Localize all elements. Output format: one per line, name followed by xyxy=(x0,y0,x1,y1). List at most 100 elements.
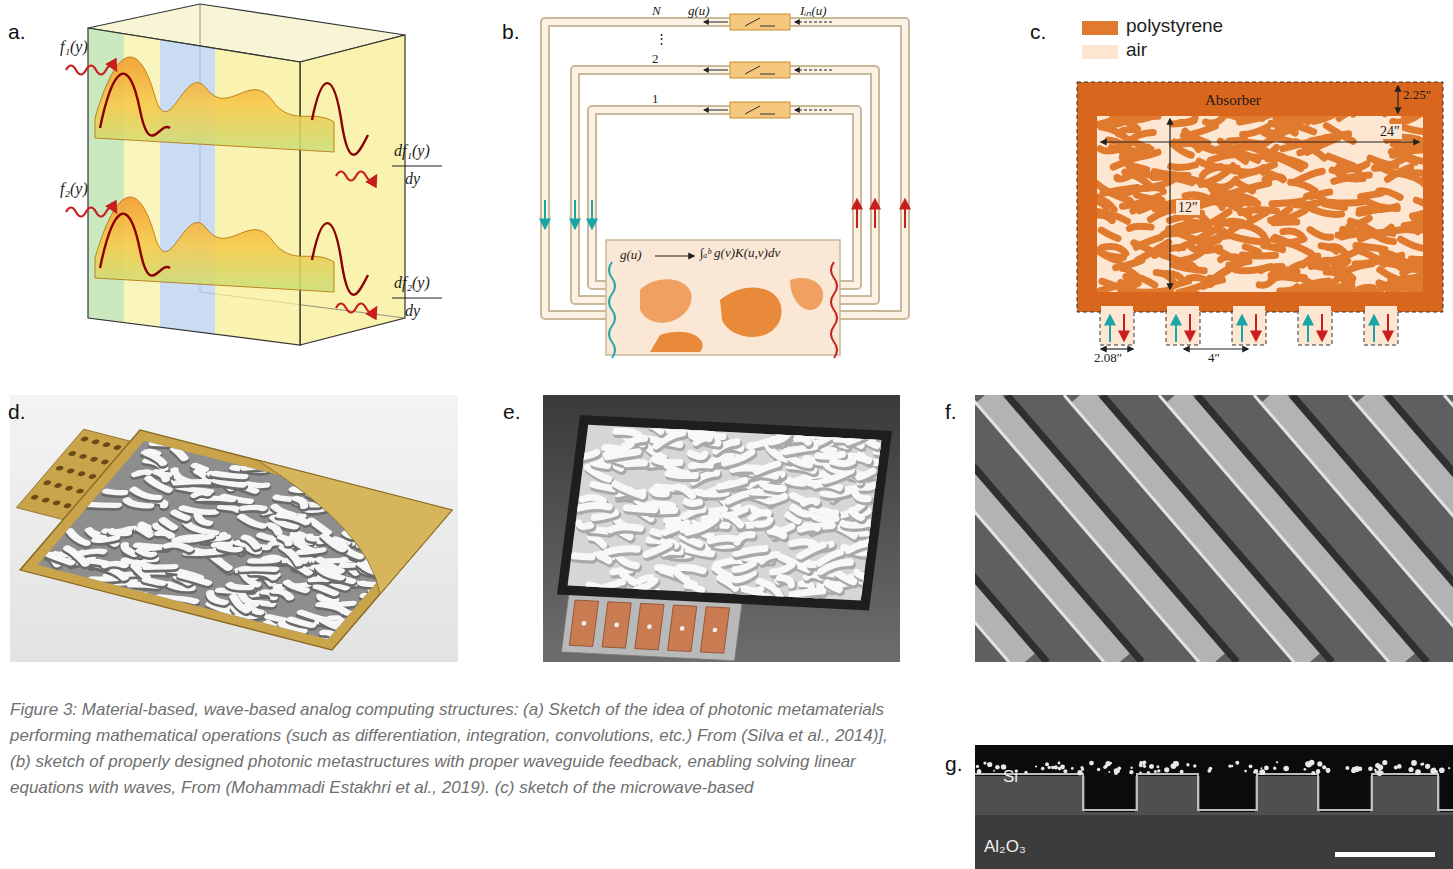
pattern-stroke xyxy=(1126,276,1155,285)
pattern-stroke xyxy=(754,593,781,600)
pattern-stroke xyxy=(590,587,601,591)
pattern-stroke xyxy=(677,487,694,496)
panel-letter: b. xyxy=(502,20,520,43)
pattern-stroke xyxy=(214,470,244,481)
wave-direction-arrow xyxy=(591,200,593,228)
metamaterial-sketch xyxy=(95,197,334,292)
pattern-stroke xyxy=(1201,166,1233,185)
coupler xyxy=(730,14,790,30)
pattern-stroke xyxy=(1313,266,1343,280)
nanoparticle xyxy=(1260,767,1262,769)
coupler xyxy=(795,22,832,23)
port-stud xyxy=(52,500,62,506)
pattern-stroke xyxy=(755,596,782,601)
photo-pattern xyxy=(568,425,882,601)
sem-cross-section xyxy=(975,745,1453,869)
pattern-stroke xyxy=(233,463,264,474)
nanoparticle xyxy=(1259,769,1265,775)
loop-index: ⋮ xyxy=(655,32,668,46)
nanoparticle xyxy=(1071,767,1074,770)
pattern-stroke xyxy=(836,573,854,582)
port xyxy=(1232,311,1266,345)
pattern-stroke xyxy=(751,512,768,519)
pattern-stroke xyxy=(1325,261,1339,265)
nanoparticle xyxy=(1253,771,1256,774)
port-stud xyxy=(30,494,40,500)
pattern-stroke xyxy=(106,489,124,496)
port-stud xyxy=(55,465,65,471)
pattern-stroke xyxy=(318,536,349,550)
pattern-stroke xyxy=(801,526,818,530)
pattern-stroke xyxy=(137,529,153,535)
metamaterial-sketch xyxy=(312,83,368,155)
port-stud xyxy=(112,444,122,450)
nanoparticle xyxy=(983,762,986,765)
dimension-line xyxy=(1101,86,1419,349)
pattern-stroke xyxy=(1213,196,1249,204)
pattern-stroke xyxy=(343,622,372,632)
pattern-stroke xyxy=(583,452,597,458)
wave-direction-arrow xyxy=(904,200,906,228)
nanoparticle xyxy=(987,762,992,767)
nanoparticle xyxy=(1448,767,1450,769)
pattern-stroke xyxy=(1101,230,1118,238)
pattern-stroke xyxy=(138,550,153,555)
nanoparticle xyxy=(1154,770,1157,773)
pattern-stroke xyxy=(366,592,397,606)
legend-text: air xyxy=(1126,40,1147,61)
grating-edge xyxy=(1292,395,1453,662)
pattern-stroke xyxy=(290,619,313,626)
grating-edge xyxy=(1387,395,1453,662)
copper-port xyxy=(635,603,664,649)
pattern-stroke xyxy=(318,603,348,613)
microwave-metastructure-sketch xyxy=(1077,82,1453,349)
pattern-stroke xyxy=(574,556,592,557)
dimension-line xyxy=(1101,348,1133,349)
pattern-stroke xyxy=(1163,224,1197,235)
pattern-stroke xyxy=(1271,271,1297,276)
render-plate xyxy=(185,460,452,594)
nanoparticle xyxy=(1273,767,1276,770)
sem-cross-section xyxy=(1335,852,1435,857)
pattern-stroke xyxy=(1116,260,1142,267)
pattern-stroke xyxy=(719,479,744,488)
pattern-stroke xyxy=(221,505,238,510)
pattern-stroke xyxy=(634,594,648,600)
nanoparticle xyxy=(1411,760,1417,766)
port-arrow xyxy=(1123,314,1125,340)
loop-index: 2 xyxy=(652,52,659,66)
pattern-stroke xyxy=(737,534,752,543)
pattern-stroke xyxy=(347,612,370,619)
pattern-stroke xyxy=(757,519,770,524)
pattern-stroke xyxy=(633,592,647,600)
microwave-metastructure-sketch xyxy=(1097,116,1423,292)
nanoparticle xyxy=(1157,769,1160,772)
nanoparticle xyxy=(1104,764,1108,768)
grating-edge xyxy=(975,395,1199,662)
pattern-stroke xyxy=(1172,121,1194,124)
port-pin xyxy=(680,626,685,631)
port xyxy=(1298,311,1332,345)
port-stud xyxy=(66,468,76,474)
metastructure-block xyxy=(790,278,823,310)
pattern-stroke xyxy=(111,529,128,535)
nanoparticle xyxy=(1408,767,1413,772)
pattern-stroke xyxy=(1279,240,1302,245)
pattern-stroke xyxy=(725,451,752,465)
port xyxy=(1166,311,1200,345)
port-stud xyxy=(64,485,74,491)
pattern-stroke xyxy=(153,441,176,449)
nanoparticle xyxy=(1186,763,1189,766)
render-pattern xyxy=(38,441,435,640)
loop-index: 1 xyxy=(652,92,659,106)
nanoparticle xyxy=(1306,762,1312,768)
nanoparticle xyxy=(1244,770,1247,773)
nanoparticle xyxy=(1435,770,1438,773)
pattern-stroke xyxy=(800,544,823,557)
wave-direction-arrow xyxy=(544,200,546,228)
pattern-stroke xyxy=(146,579,163,584)
nanoparticle xyxy=(1276,761,1278,763)
pattern-stroke xyxy=(1410,173,1423,178)
pattern-stroke xyxy=(169,449,189,459)
pattern-stroke xyxy=(172,512,188,518)
